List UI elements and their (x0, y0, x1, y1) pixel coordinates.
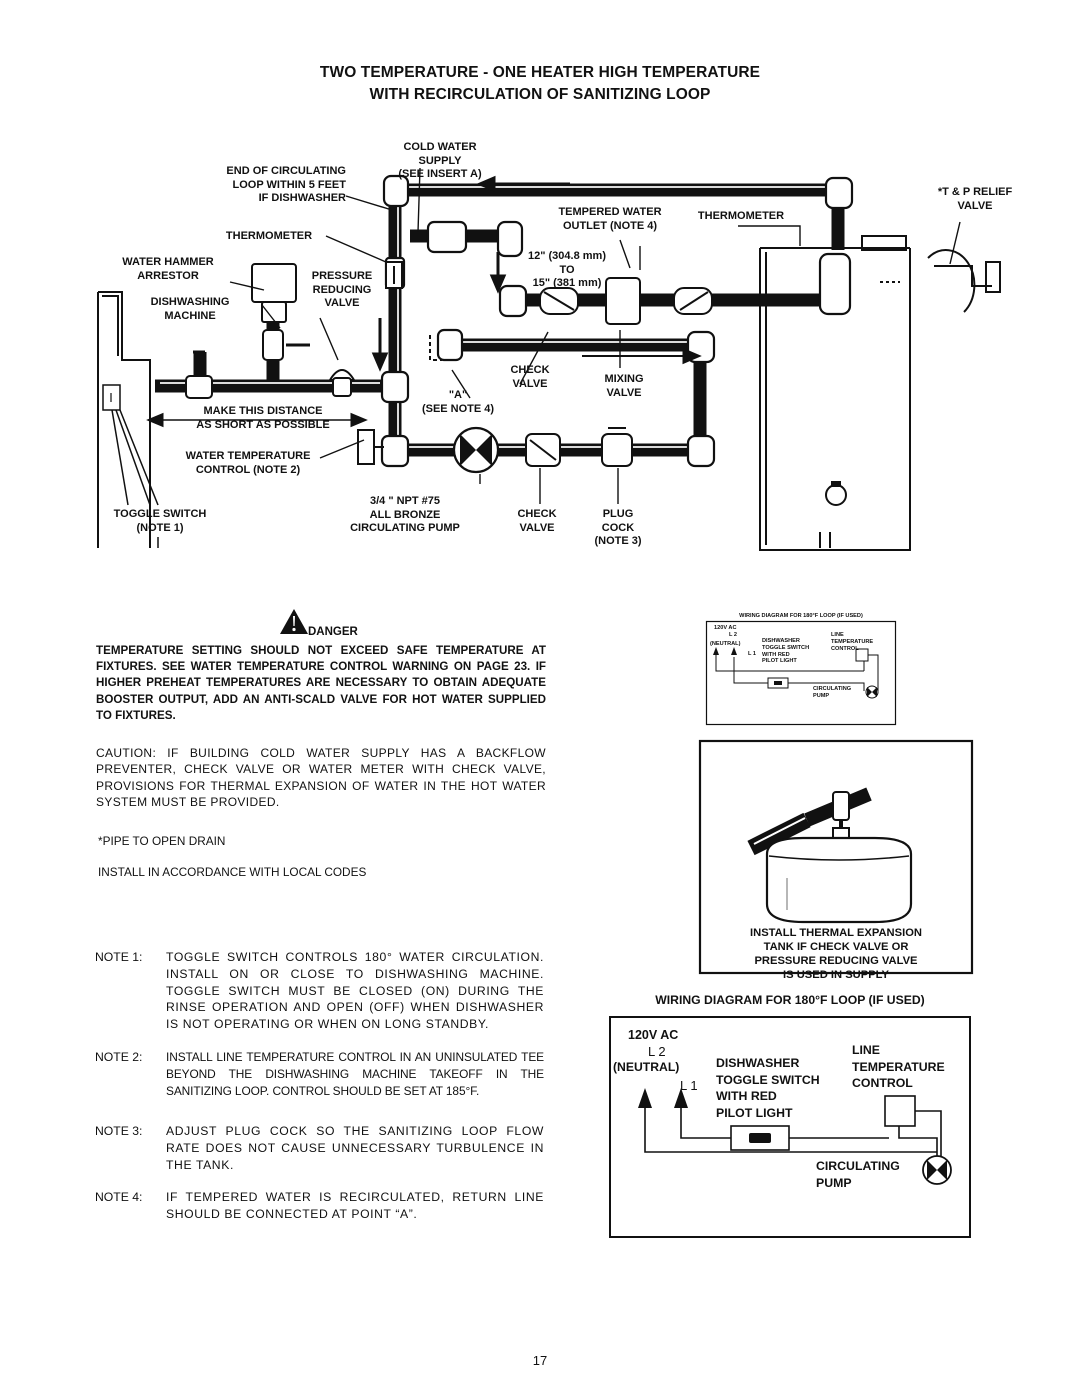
distance-label: 12" (304.8 mm) TO 15" (381 mm) (528, 250, 606, 289)
toggle-switch-label: TOGGLE SWITCH (NOTE 1) (113, 508, 207, 534)
page-title: TWO TEMPERATURE - ONE HEATER HIGH TEMPER… (319, 64, 761, 81)
point-a-label: "A" (SEE NOTE 4) (421, 389, 495, 415)
caution-text: CAUTION: IF BUILDING COLD WATER SUPPLY H… (96, 746, 546, 810)
tempered-outlet-label: TEMPERED WATER OUTLET (NOTE 4) (558, 206, 662, 232)
cold-water-supply-label: COLD WATER SUPPLY (SEE INSERT A) (398, 141, 482, 180)
expansion-tank-icon (747, 787, 913, 924)
warning-triangle-icon (280, 609, 308, 634)
wiring-120v-label: 120V AC (628, 1028, 679, 1042)
loop-valves (525, 277, 713, 467)
small-120v-label: 120V AC (714, 625, 737, 631)
pressure-reducing-label: PRESSURE REDUCING VALVE (311, 270, 373, 309)
note-3-text: ADJUST PLUG COCK SO THE SANITIZING LOOP … (166, 1124, 544, 1172)
water-temp-control-label: WATER TEMPERATURE CONTROL (NOTE 2) (185, 450, 311, 476)
wiring-title: WIRING DIAGRAM FOR 180°F LOOP (IF USED) (655, 993, 925, 1007)
water-heater-tank (759, 235, 911, 551)
expansion-caption: INSTALL THERMAL EXPANSION TANK IF CHECK … (750, 927, 922, 981)
install-codes-note: INSTALL IN ACCORDANCE WITH LOCAL CODES (98, 865, 367, 879)
temp-control-fitting (357, 429, 384, 465)
small-l2-label: L 2 (729, 632, 737, 638)
leader-lines (229, 167, 961, 504)
note-1-number: NOTE 1: (95, 950, 143, 964)
note-3-number: NOTE 3: (95, 1124, 143, 1138)
small-l1-label: L 1 (748, 651, 756, 657)
thermometer-right-label: THERMOMETER (697, 210, 785, 222)
small-wiring-diagram (705, 620, 897, 726)
note-2-number: NOTE 2: (95, 1050, 143, 1064)
small-dishwasher-label: DISHWASHER TOGGLE SWITCH WITH RED PILOT … (762, 638, 810, 665)
danger-heading: DANGER (308, 626, 358, 638)
note-2-text: INSTALL LINE TEMPERATURE CONTROL IN AN U… (166, 1050, 544, 1098)
check-valve-bottom-label: CHECK VALVE (517, 508, 557, 534)
pump-label: 3/4 " NPT #75 ALL BRONZE CIRCULATING PUM… (350, 495, 460, 534)
water-hammer-arrestor (251, 263, 310, 361)
relief-valve-insert (880, 249, 1001, 313)
note-4-text: IF TEMPERED WATER IS RECIRCULATED, RETUR… (166, 1190, 544, 1221)
small-pump-label: CIRCULATING PUMP (813, 686, 852, 699)
small-wiring-title: WIRING DIAGRAM FOR 180°F LOOP (IF USED) (739, 613, 863, 619)
dishwashing-machine (97, 291, 151, 548)
water-hammer-label: WATER HAMMER ARRESTOR (122, 256, 214, 282)
thermometer-left-label: THERMOMETER (225, 230, 313, 242)
wiring-pump-label: CIRCULATING PUMP (816, 1159, 900, 1190)
make-distance-label: MAKE THIS DISTANCE AS SHORT AS POSSIBLE (196, 405, 330, 431)
wiring-dishwasher-label: DISHWASHER TOGGLE SWITCH WITH RED PILOT … (716, 1056, 820, 1120)
fittings (380, 174, 854, 468)
circulating-pump-symbol (452, 426, 500, 474)
note-4-number: NOTE 4: (95, 1190, 143, 1204)
mixing-valve-label: MIXING VALVE (604, 373, 644, 399)
thermometer-gauge (385, 261, 403, 289)
pressure-reducing-valve (185, 350, 356, 399)
wiring-diagram (609, 1016, 971, 1238)
wiring-neutral-label: (NEUTRAL) (613, 1060, 680, 1074)
pipe-drain-note: *PIPE TO OPEN DRAIN (98, 834, 226, 848)
expansion-tank-box (698, 739, 974, 975)
flow-arrows (146, 175, 702, 428)
small-line-temp-label: LINE TEMPERATURE CONTROL (831, 632, 874, 652)
wiring-l1-label: L 1 (680, 1078, 698, 1093)
plumbing-diagram (97, 167, 1001, 551)
end-of-loop-label: END OF CIRCULATING LOOP WITHIN 5 FEET IF… (226, 165, 346, 204)
plug-cock-label: PLUG COCK (NOTE 3) (594, 508, 642, 547)
wiring-line-temp-label: LINE TEMPERATURE CONTROL (852, 1043, 945, 1090)
check-valve-mid-label: CHECK VALVE (510, 364, 550, 390)
page-subtitle: WITH RECIRCULATION OF SANITIZING LOOP (369, 86, 711, 103)
page-number: 17 (532, 1353, 548, 1368)
small-neutral-label: (NEUTRAL) (710, 641, 741, 647)
toggle-wires (111, 409, 159, 548)
danger-text: TEMPERATURE SETTING SHOULD NOT EXCEED SA… (96, 644, 546, 722)
tp-relief-label: *T & P RELIEF VALVE (937, 186, 1013, 212)
wiring-l2-label: L 2 (648, 1044, 666, 1059)
note-1-text: TOGGLE SWITCH CONTROLS 180° WATER CIRCUL… (166, 950, 544, 1032)
dishwashing-machine-label: DISHWASHING MACHINE (150, 296, 230, 322)
point-a-dashed (429, 335, 442, 361)
